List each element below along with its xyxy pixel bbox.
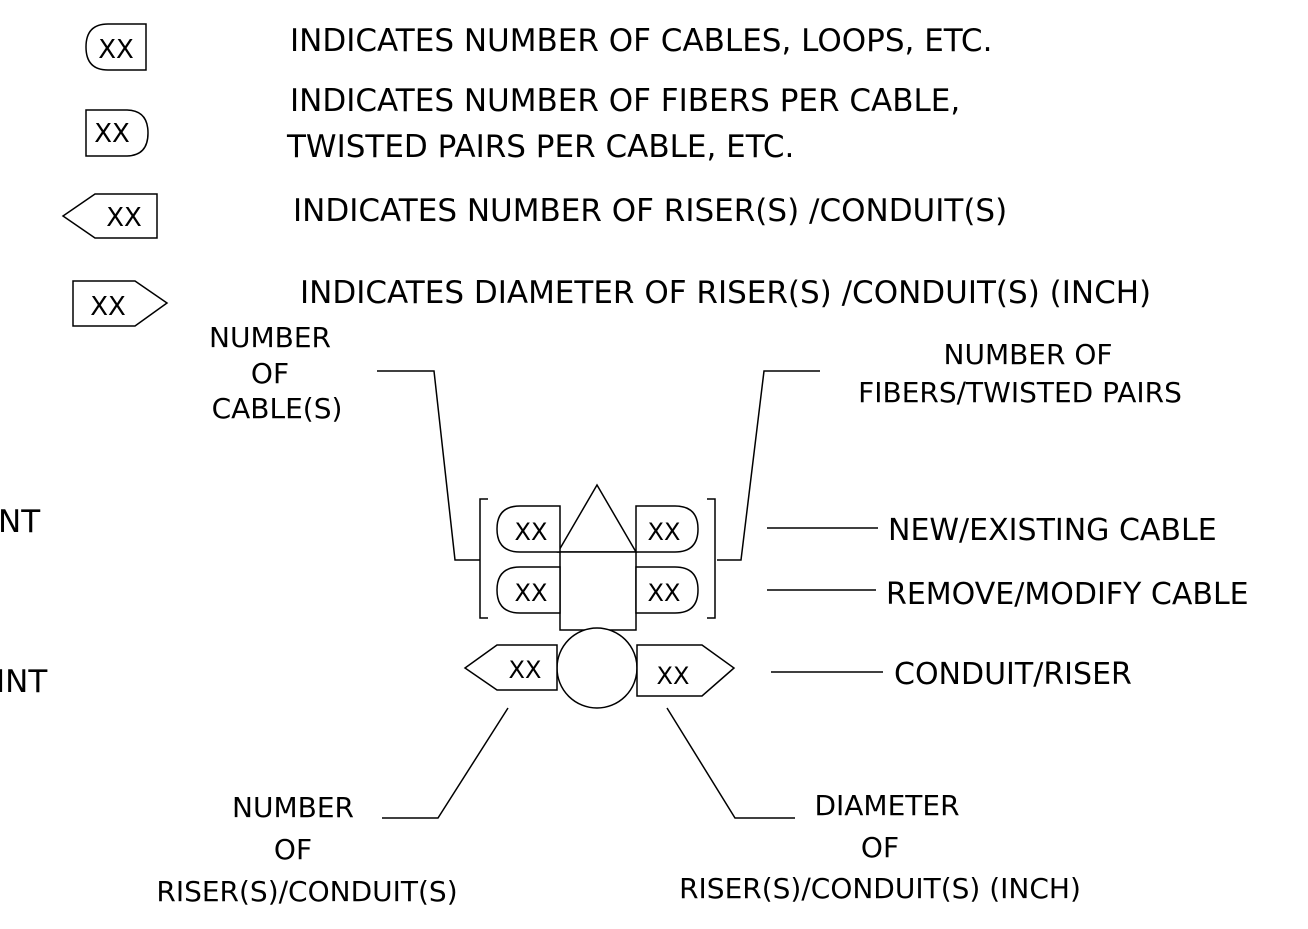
legend-riser-diameter-symbol: XX bbox=[72, 280, 169, 327]
callout-line: NUMBER bbox=[232, 791, 354, 824]
callout-label: NEW∕EXISTING CABLE bbox=[888, 513, 1217, 548]
leader-line bbox=[666, 707, 795, 819]
leader-line bbox=[377, 370, 480, 561]
legend-fibers-text-line1: INDICATES NUMBER OF FIBERS PER CABLE, bbox=[290, 83, 960, 119]
left-bracket bbox=[479, 498, 488, 619]
symbol-xx-label: XX bbox=[94, 119, 130, 149]
symbol-xx-label: XX bbox=[657, 662, 690, 690]
cables-count-box-bottom: XX bbox=[496, 566, 561, 614]
callout-new-existing: NEW∕EXISTING CABLE bbox=[767, 513, 1217, 548]
callout-diameter-of-risers: DIAMETER OF RISER(S)∕CONDUIT(S) (INCH) bbox=[666, 707, 1081, 905]
callout-number-of-fibers: NUMBER OF FIBERS∕TWISTED PAIRS bbox=[717, 338, 1182, 561]
callout-line: FIBERS∕TWISTED PAIRS bbox=[858, 376, 1182, 409]
fibers-count-box-top: XX bbox=[635, 505, 699, 553]
right-bracket bbox=[707, 498, 716, 619]
callout-line: RISER(S)∕CONDUIT(S) (INCH) bbox=[679, 872, 1081, 905]
symbol-xx-label: XX bbox=[98, 35, 134, 65]
legend-riser-diameter-text: INDICATES DIAMETER OF RISER(S) ∕CONDUIT(… bbox=[300, 275, 1151, 311]
callout-line: OF bbox=[274, 833, 312, 866]
symbol-xx-label: XX bbox=[515, 518, 548, 546]
callout-line: CABLE(S) bbox=[212, 392, 343, 425]
callout-line: DIAMETER bbox=[814, 789, 959, 822]
fibers-count-box-bottom: XX bbox=[635, 566, 699, 614]
symbol-xx-label: XX bbox=[648, 579, 681, 607]
left-edge-fragment-1: NT bbox=[0, 504, 41, 540]
symbol-xx-label: XX bbox=[648, 518, 681, 546]
callout-line: NUMBER bbox=[209, 321, 331, 354]
legend-fibers-text-line2: TWISTED PAIRS PER CABLE, ETC. bbox=[286, 129, 794, 165]
callout-remove-modify: REMOVE∕MODIFY CABLE bbox=[767, 577, 1249, 612]
callout-conduit-riser: CONDUIT∕RISER bbox=[771, 657, 1132, 692]
legend-cables-text: INDICATES NUMBER OF CABLES, LOOPS, ETC. bbox=[290, 23, 992, 59]
leader-line bbox=[717, 370, 820, 561]
riser-number-box: XX bbox=[463, 644, 558, 691]
triangle-symbol bbox=[556, 483, 638, 553]
legend-riser-number-text: INDICATES NUMBER OF RISER(S) ∕CONDUIT(S) bbox=[293, 193, 1007, 229]
symbol-xx-label: XX bbox=[509, 656, 542, 684]
callout-label: CONDUIT∕RISER bbox=[894, 657, 1132, 692]
symbol-xx-label: XX bbox=[90, 292, 126, 322]
callout-line: OF bbox=[251, 357, 289, 390]
left-edge-fragment-2: INT bbox=[0, 664, 48, 700]
cables-count-box-top: XX bbox=[496, 505, 561, 553]
legend-riser-number-symbol: XX bbox=[61, 193, 158, 239]
legend-fibers-symbol: XX bbox=[85, 109, 149, 157]
callout-line: OF bbox=[861, 831, 899, 864]
square-symbol bbox=[559, 551, 637, 631]
circle-symbol bbox=[556, 627, 638, 709]
callout-line: NUMBER OF bbox=[944, 338, 1113, 371]
symbol-xx-label: XX bbox=[106, 203, 142, 233]
legend-cables-symbol: XX bbox=[85, 23, 147, 71]
callout-line: RISER(S)∕CONDUIT(S) bbox=[156, 875, 457, 908]
callout-number-of-cables: NUMBER OF CABLE(S) bbox=[209, 321, 480, 561]
callout-number-of-risers: NUMBER OF RISER(S)∕CONDUIT(S) bbox=[156, 707, 509, 908]
central-symbol: XX XX XX XX XX XX bbox=[463, 483, 736, 709]
symbol-xx-label: XX bbox=[515, 579, 548, 607]
leader-line bbox=[382, 707, 509, 819]
callout-label: REMOVE∕MODIFY CABLE bbox=[886, 577, 1249, 612]
riser-diameter-box: XX bbox=[636, 644, 736, 697]
